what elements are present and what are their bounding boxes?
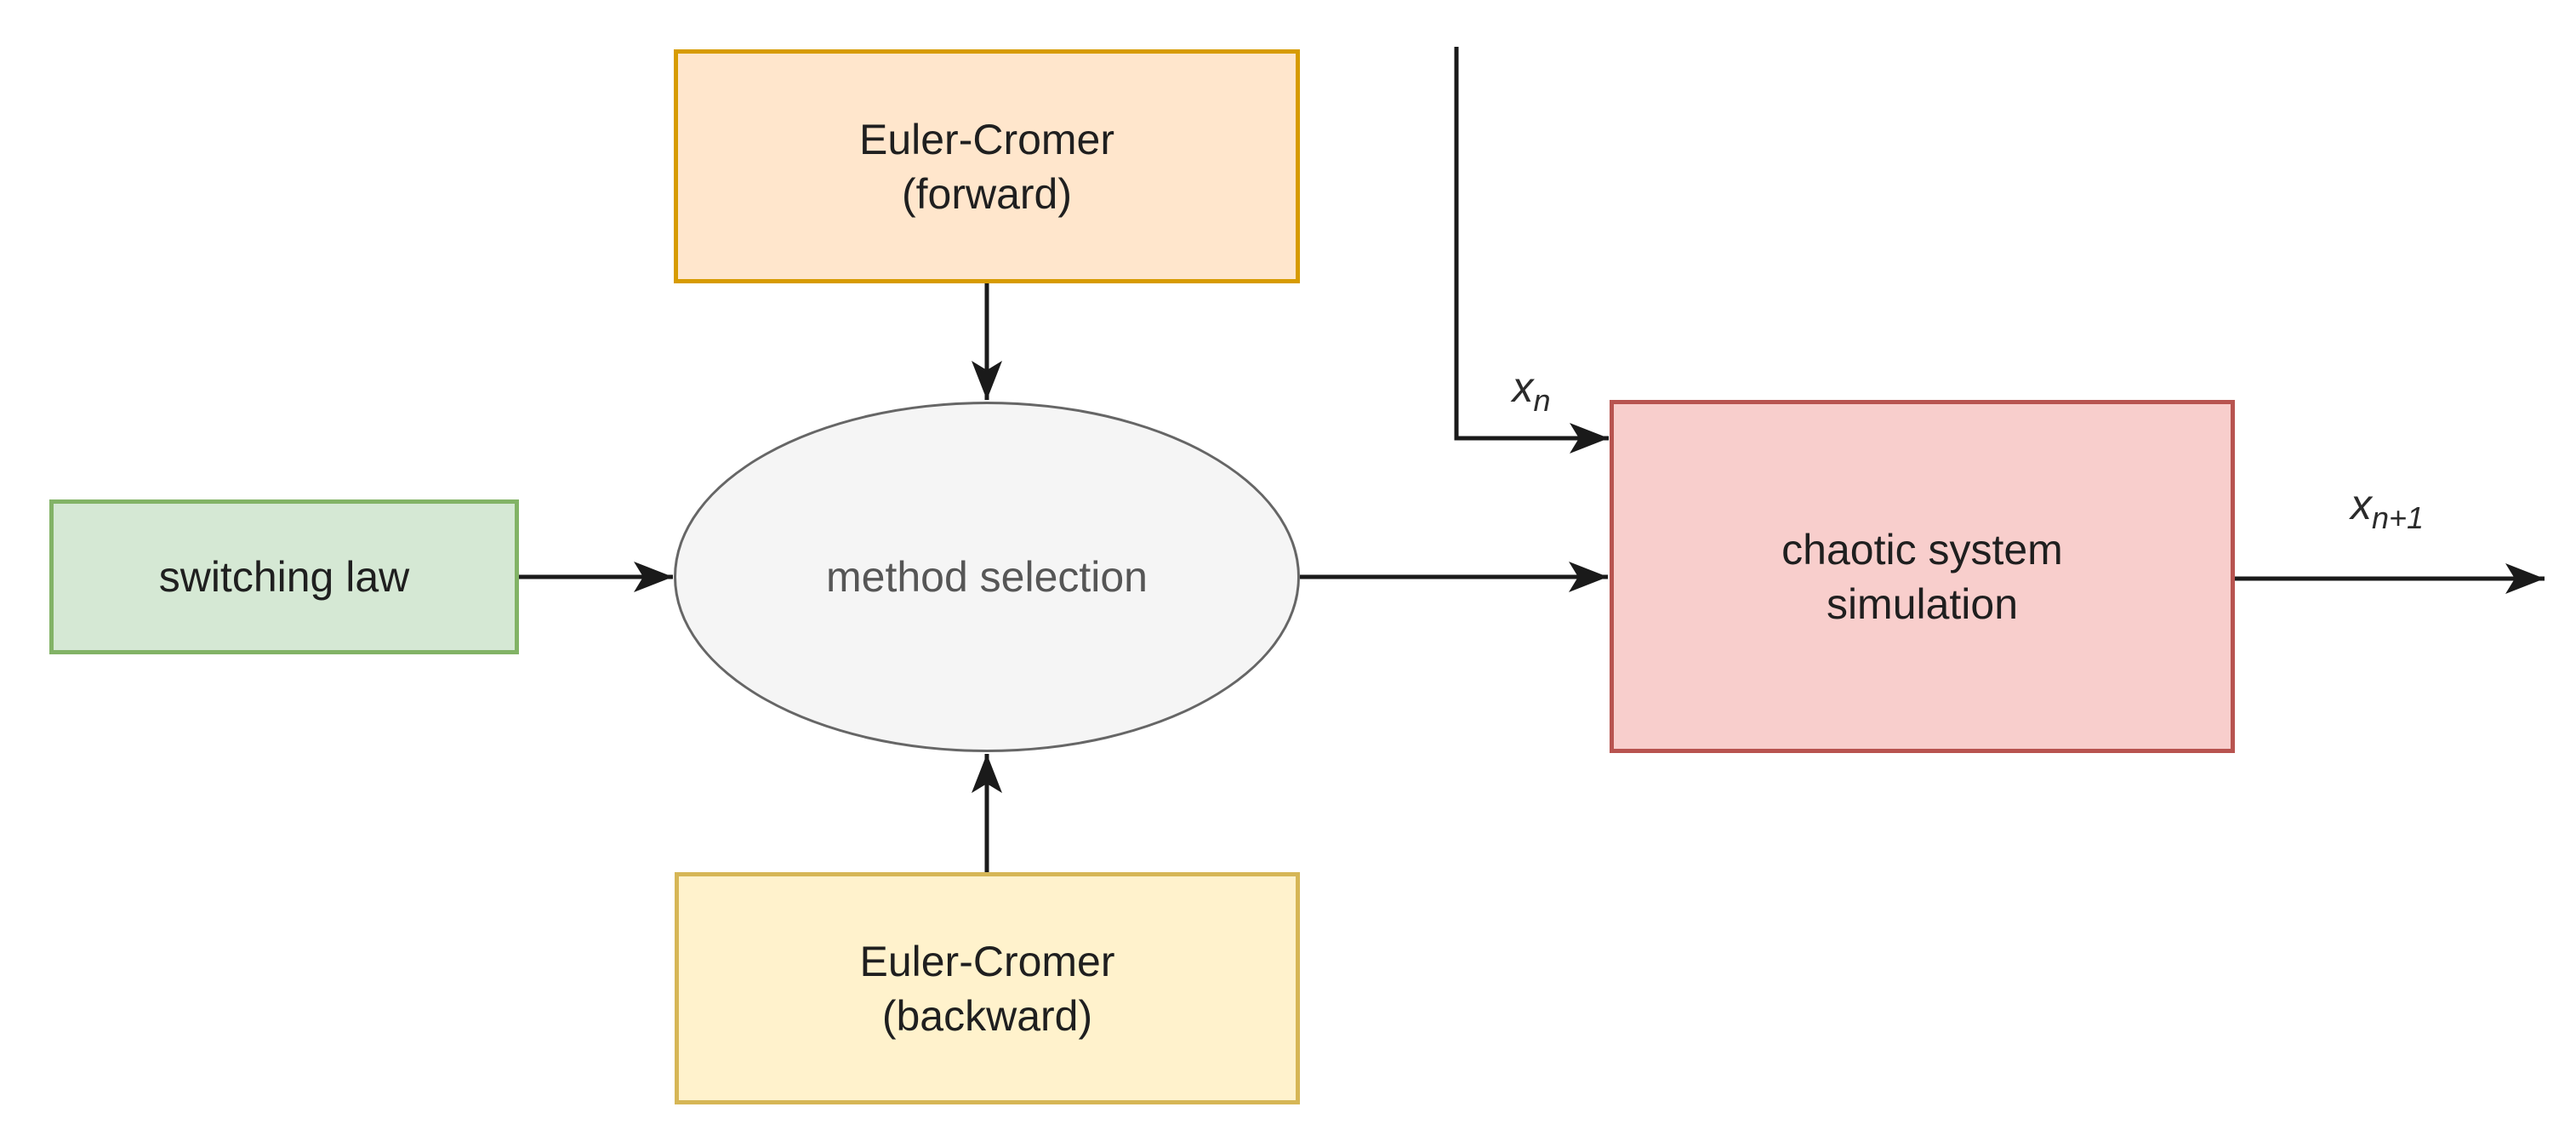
node-label: switching law: [54, 550, 515, 604]
node-euler-cromer-forward: Euler-Cromer (forward): [674, 49, 1300, 283]
edge-label-xn: xn: [1512, 362, 1550, 416]
node-label: Euler-Cromer (forward): [678, 112, 1296, 221]
edge-label-base: x: [1512, 363, 1534, 411]
node-label-line1: chaotic system: [1781, 525, 2063, 574]
node-euler-cromer-backward: Euler-Cromer (backward): [675, 872, 1300, 1104]
node-label-line1: Euler-Cromer: [859, 937, 1115, 985]
edge-label-xn-plus-1: xn+1: [2350, 480, 2424, 534]
node-label: Euler-Cromer (backward): [679, 934, 1296, 1043]
edge-label-base: x: [2350, 481, 2372, 528]
node-label: chaotic system simulation: [1614, 522, 2231, 631]
edge-label-subscript: n: [1533, 383, 1551, 418]
node-label-line2: (backward): [881, 991, 1093, 1040]
node-switching-law: switching law: [49, 499, 519, 654]
node-label-line2: (forward): [901, 169, 1073, 218]
node-chaotic-system-simulation: chaotic system simulation: [1610, 400, 2235, 753]
node-label: method selection: [676, 550, 1297, 604]
node-method-selection: method selection: [674, 402, 1300, 752]
node-label-line2: simulation: [1826, 579, 2019, 628]
node-label-line1: method selection: [825, 553, 1148, 601]
node-label-line1: switching law: [158, 553, 410, 601]
node-label-line1: Euler-Cromer: [858, 115, 1115, 163]
edge-label-subscript: n+1: [2371, 500, 2425, 535]
